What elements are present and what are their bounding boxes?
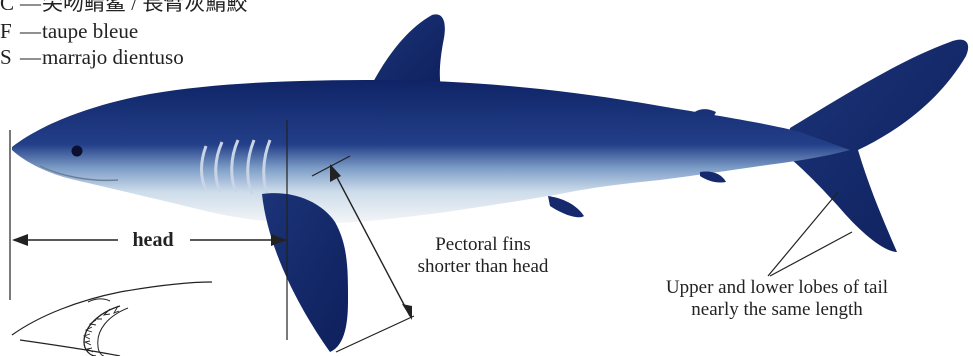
language-code-c: C <box>0 0 20 14</box>
tail-label-line-2: nearly the same length <box>622 299 932 321</box>
head-arrowhead-left <box>12 234 28 246</box>
name-text-spanish: marrajo dientuso <box>42 45 184 69</box>
tail-label-line-1: Upper and lower lobes of tail <box>622 277 932 299</box>
tail-pointer-lower <box>770 232 852 276</box>
pectoral-tick-bottom <box>336 316 414 352</box>
tail-label: Upper and lower lobes of tail nearly the… <box>622 277 932 321</box>
name-text-chinese: 尖吻鲭鲨 / 長臂灰鯖鮫 <box>42 0 247 15</box>
name-chinese: C—尖吻鲭鲨 / 長臂灰鯖鮫 <box>0 0 247 14</box>
tail-pointer-upper <box>768 192 838 276</box>
name-text-french: taupe bleue <box>42 19 138 43</box>
name-dash: — <box>20 0 42 14</box>
head-outline-inset <box>12 282 212 356</box>
language-code-s: S <box>0 46 20 68</box>
head-label: head <box>118 229 188 251</box>
pectoral-label-line-1: Pectoral fins <box>378 234 588 256</box>
eye <box>72 146 83 157</box>
pelvic-fin <box>548 196 584 217</box>
language-code-f: F <box>0 20 20 42</box>
name-french: F—taupe bleue <box>0 20 138 42</box>
name-dash: — <box>20 20 42 42</box>
pectoral-fin-label: Pectoral fins shorter than head <box>378 234 588 278</box>
pectoral-label-line-2: shorter than head <box>378 256 588 278</box>
name-dash: — <box>20 46 42 68</box>
name-spanish: S—marrajo dientuso <box>0 46 184 68</box>
shark-body <box>12 80 850 223</box>
anal-fin <box>700 171 726 182</box>
